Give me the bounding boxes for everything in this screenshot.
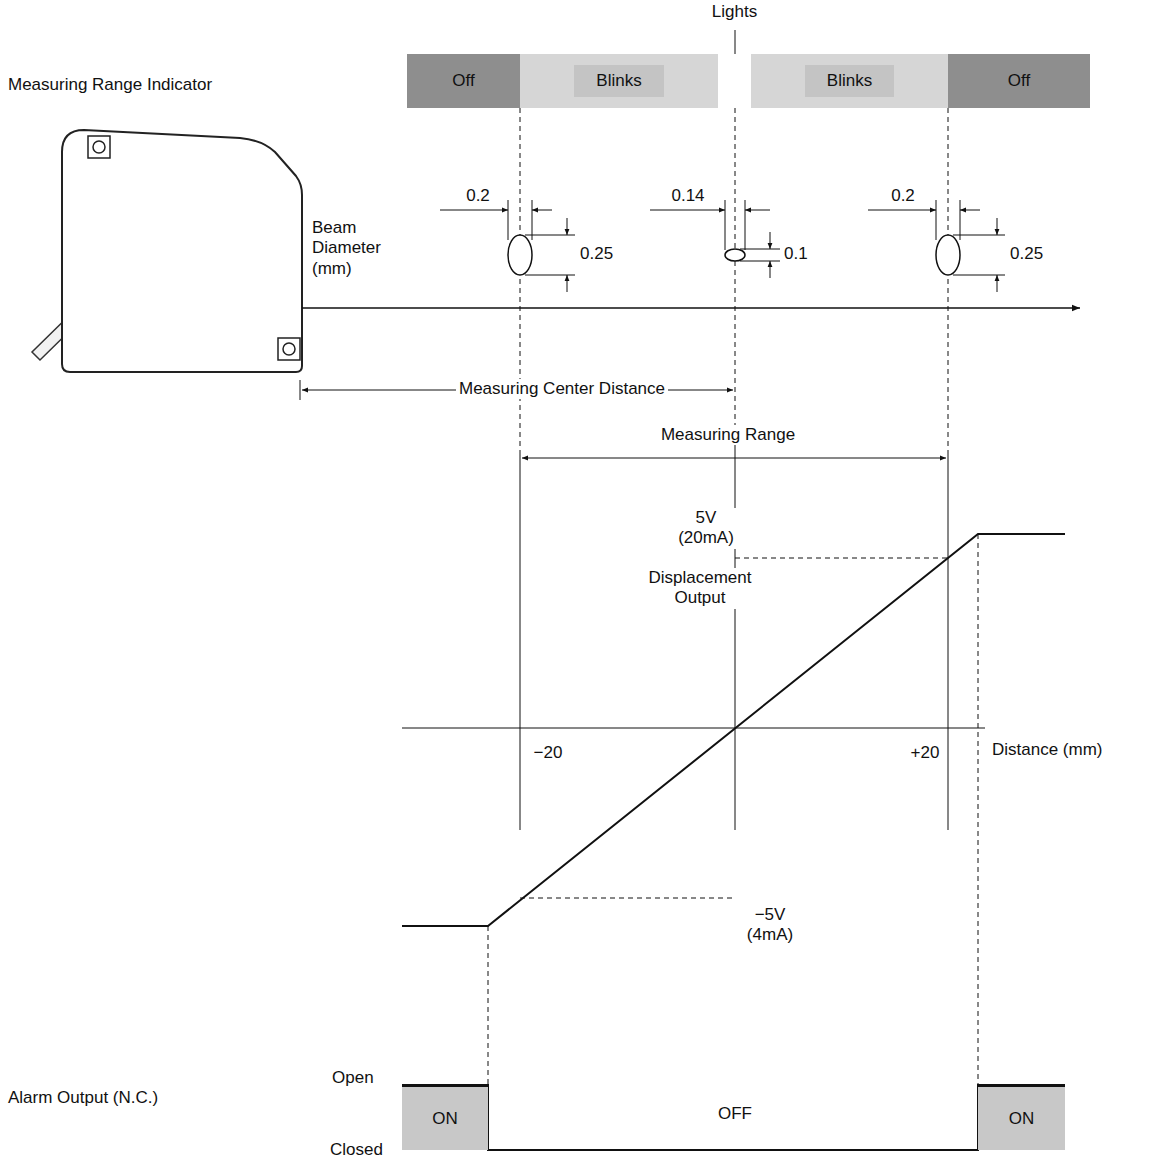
beam-axis	[302, 307, 1080, 309]
node-label: ON	[1009, 1109, 1035, 1129]
beam-spot	[508, 235, 960, 275]
dimension-value: 0.14	[671, 186, 704, 206]
dimension-value: 0.1	[784, 244, 808, 264]
node-label: Lights	[712, 2, 757, 22]
alarm-waveform	[402, 1085, 1065, 1150]
output-graph	[402, 534, 1065, 926]
axis-tick: +20	[911, 743, 940, 763]
annotation-label: Measuring Range	[658, 425, 798, 445]
dimension-value: 0.2	[891, 186, 915, 206]
node-label: Blinks	[805, 65, 894, 97]
annotation-label: Open	[332, 1068, 374, 1088]
indicator-lit-cell: Lights	[718, 54, 751, 108]
indicator-cell: Off	[407, 54, 520, 108]
annotation-label: −5V (4mA)	[732, 905, 808, 946]
annotation-label: Distance (mm)	[992, 740, 1103, 760]
alarm-on-box: ON	[402, 1085, 488, 1150]
indicator-cell: Blinks	[520, 54, 718, 108]
dimension-value: 0.25	[580, 244, 613, 264]
dimension-value: 0.25	[1010, 244, 1043, 264]
sensor-body	[32, 130, 302, 372]
dimension-lines	[440, 200, 1005, 292]
node-label: ON	[432, 1109, 458, 1129]
indicator-cell: Off	[948, 54, 1090, 108]
node-label: Blinks	[574, 65, 663, 97]
node-label: Off	[452, 71, 474, 91]
annotation-label: Displacement Output	[641, 568, 759, 609]
annotation-label: Beam Diameter (mm)	[312, 218, 408, 279]
annotation-label: Measuring Center Distance	[456, 379, 668, 399]
annotation-label: Alarm Output (N.C.)	[8, 1088, 188, 1108]
indicator-cell: Blinks	[751, 54, 948, 108]
annotation-label: 5V (20mA)	[668, 508, 744, 549]
axis-tick: −20	[534, 743, 563, 763]
alarm-on-box: ON	[978, 1085, 1065, 1150]
guide-lines	[300, 108, 978, 1085]
annotation-label: OFF	[718, 1104, 752, 1124]
annotation-label: Closed	[330, 1140, 383, 1160]
annotation-label: Measuring Range Indicator	[8, 75, 212, 95]
range-arrows	[302, 390, 946, 458]
dimension-value: 0.2	[466, 186, 490, 206]
node-label: Off	[1008, 71, 1030, 91]
